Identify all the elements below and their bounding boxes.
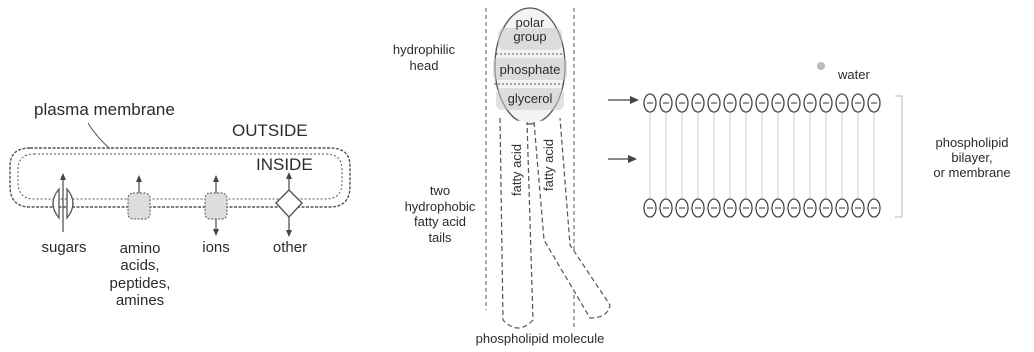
membrane-pointer-line <box>88 123 110 149</box>
transporter-label-other: other <box>262 240 318 256</box>
bilayer-bracket <box>895 96 902 217</box>
transporter-label-sugars: sugars <box>32 240 96 256</box>
fatty-acid-right-label: fatty acid <box>541 139 556 191</box>
phospholipid-molecule-caption: phospholipid molecule <box>440 332 640 346</box>
transporter-label-amino-acids: amino acids, peptides, amines <box>104 240 176 309</box>
ion-transporter <box>205 175 227 236</box>
bilayer-panel <box>608 62 902 217</box>
amino-acid-transporter <box>128 175 150 219</box>
hydrophobic-tails-label: two hydrophobic fatty acid tails <box>392 183 488 245</box>
phospholipid-bilayer-label: phospholipid bilayer, or membrane <box>914 136 1030 181</box>
inside-label: INSIDE <box>256 156 313 174</box>
cell-panel <box>10 123 350 237</box>
transporter-label-ions: ions <box>196 240 236 256</box>
water-molecule-icon <box>817 62 825 70</box>
head-part-polar-group: polar group <box>498 16 562 43</box>
other-transporter <box>276 172 302 237</box>
plasma-membrane-label: plasma membrane <box>34 101 175 119</box>
bilayer-tails <box>650 113 874 198</box>
outside-label: OUTSIDE <box>232 122 308 140</box>
head-part-phosphate: phosphate <box>488 63 572 77</box>
water-label: water <box>838 68 870 82</box>
fatty-acid-left-label: fatty acid <box>509 144 524 196</box>
head-part-glycerol: glycerol <box>494 92 566 106</box>
sugar-transporter <box>53 173 73 232</box>
hydrophilic-head-label: hydrophilic head <box>372 42 476 73</box>
